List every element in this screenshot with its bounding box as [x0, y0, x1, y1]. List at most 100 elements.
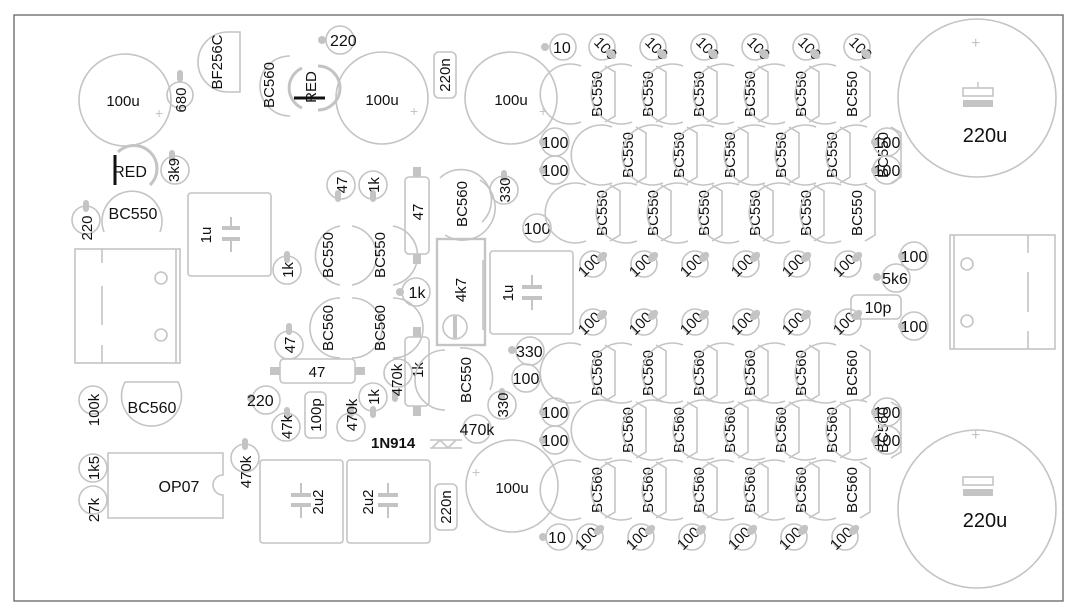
svg-text:+: +	[971, 35, 980, 52]
resistor-3k9: 3k9	[160, 150, 190, 185]
svg-text:10: 10	[553, 40, 571, 57]
resistor-10-top: 10	[541, 33, 577, 61]
transistor-bc550: BC550	[794, 63, 871, 125]
resistor-47-a: 47	[326, 170, 356, 202]
svg-text:47: 47	[334, 177, 351, 194]
svg-text:220n: 220n	[438, 490, 455, 523]
transistor-label: BC560	[844, 350, 861, 396]
svg-text:BF256C: BF256C	[209, 34, 226, 89]
svg-text:100: 100	[524, 221, 551, 238]
transistor-bc550: BC550	[799, 182, 876, 244]
resistor-label: 100	[542, 405, 569, 422]
resistor-330-c: 330	[487, 388, 517, 420]
svg-text:100u: 100u	[106, 93, 139, 110]
cap-220n-bottom: 220n	[434, 483, 458, 531]
emitter-resistor-mid: 100	[677, 308, 710, 339]
emitter-resistor-mid: 100	[626, 308, 659, 339]
resistor-100-mid: 100	[522, 213, 552, 243]
resistor-100-side: 100	[871, 155, 902, 185]
elco-100u-bottom: + 100u	[465, 439, 559, 533]
resistor-330-b: 330	[508, 336, 545, 366]
emitter-resistor-bottom: 100	[674, 523, 707, 554]
cap-1u-left: 1u	[187, 192, 272, 277]
cap-220n-top: 220n	[433, 51, 457, 99]
emitter-resistor-top: 100	[843, 33, 875, 64]
transistor-bc550: BC550	[570, 124, 647, 186]
svg-text:RED: RED	[113, 164, 147, 181]
resistor-label: 100	[794, 34, 824, 64]
resistor-1k-long: 1k	[404, 327, 430, 416]
emitter-resistor-top: 100	[588, 33, 620, 64]
resistor-100-side: 100	[898, 311, 929, 341]
svg-text:+: +	[539, 103, 547, 119]
elco-220u-bottom: + 220u	[897, 427, 1057, 589]
svg-text:1k: 1k	[410, 362, 427, 378]
svg-text:2u2: 2u2	[360, 489, 377, 514]
resistor-label: 100	[542, 433, 569, 450]
resistor-100-side: 100	[539, 425, 570, 455]
resistor-1k-a: 1k	[272, 251, 302, 285]
resistor-100-side: 100	[539, 155, 570, 185]
svg-text:220u: 220u	[963, 510, 1008, 532]
heatsink-left	[74, 248, 181, 364]
svg-text:220: 220	[79, 215, 96, 240]
diode-1n914: 1N914	[371, 435, 462, 452]
svg-text:BC550: BC550	[372, 232, 389, 278]
svg-text:4k7: 4k7	[453, 278, 470, 302]
svg-text:1u: 1u	[198, 227, 215, 244]
svg-text:47: 47	[282, 337, 299, 354]
resistor-100-side: 100	[539, 127, 570, 157]
transistor-bc550: BC550	[544, 182, 621, 244]
emitter-resistor-mid: 100	[830, 250, 863, 281]
led-red-left: RED	[113, 144, 159, 187]
transistor-bc560: BC560	[825, 399, 902, 461]
svg-text:10: 10	[548, 530, 566, 547]
resistor-label: 100	[542, 135, 569, 152]
transistor-bc560-top: BC560	[259, 55, 291, 117]
cap-100p: 100p	[304, 391, 327, 439]
svg-text:470k: 470k	[389, 363, 406, 396]
emitter-resistor-mid: 100	[575, 250, 608, 281]
opamp-op07: OP07	[107, 452, 224, 519]
resistor-470k-d: 470k	[230, 438, 260, 488]
svg-text:100u: 100u	[365, 92, 398, 109]
cap-2u2-b: 2u2	[346, 459, 431, 544]
transistor-bc550-pair-b: BC550	[372, 225, 419, 286]
resistor-label: 100	[874, 135, 901, 152]
svg-text:220n: 220n	[437, 58, 454, 91]
svg-text:100u: 100u	[495, 480, 528, 497]
transistor-bc550: BC550	[539, 63, 616, 125]
transistor-bc550-pair-a: BC550	[314, 225, 378, 286]
emitter-resistor-mid: 100	[677, 250, 710, 281]
svg-text:330: 330	[497, 177, 514, 202]
emitter-resistor-mid: 100	[728, 308, 761, 339]
resistor-100k: 100k	[78, 385, 108, 426]
svg-text:470k: 470k	[344, 398, 361, 431]
svg-text:5k6: 5k6	[882, 271, 908, 288]
svg-text:OP07: OP07	[159, 479, 200, 496]
resistor-47-horizontal: 47	[270, 358, 365, 384]
svg-text:47: 47	[410, 204, 427, 221]
svg-text:470k: 470k	[238, 455, 255, 488]
transistor-label: BC550	[844, 71, 861, 117]
resistor-27k: 27k	[78, 485, 108, 522]
svg-text:680: 680	[173, 87, 190, 112]
resistor-220-left: 220	[71, 200, 101, 241]
emitter-resistor-bottom: 100	[623, 523, 656, 554]
svg-text:1k: 1k	[409, 285, 427, 302]
resistor-label: 100	[542, 163, 569, 180]
transistor-bc560-mid: BC560	[439, 168, 496, 241]
resistor-100-side: 100	[871, 425, 902, 455]
svg-text:100: 100	[513, 371, 540, 388]
svg-text:220: 220	[247, 393, 274, 410]
svg-text:1N914: 1N914	[371, 435, 416, 452]
elco-100u-top: + 100u	[464, 51, 558, 145]
svg-text:470k: 470k	[460, 422, 496, 439]
svg-text:47: 47	[309, 364, 326, 381]
cap-2u2-a: 2u2	[259, 459, 344, 544]
transistor-label: BC560	[844, 467, 861, 513]
resistor-label: 100	[874, 163, 901, 180]
cap-10p: 10p	[850, 294, 902, 320]
